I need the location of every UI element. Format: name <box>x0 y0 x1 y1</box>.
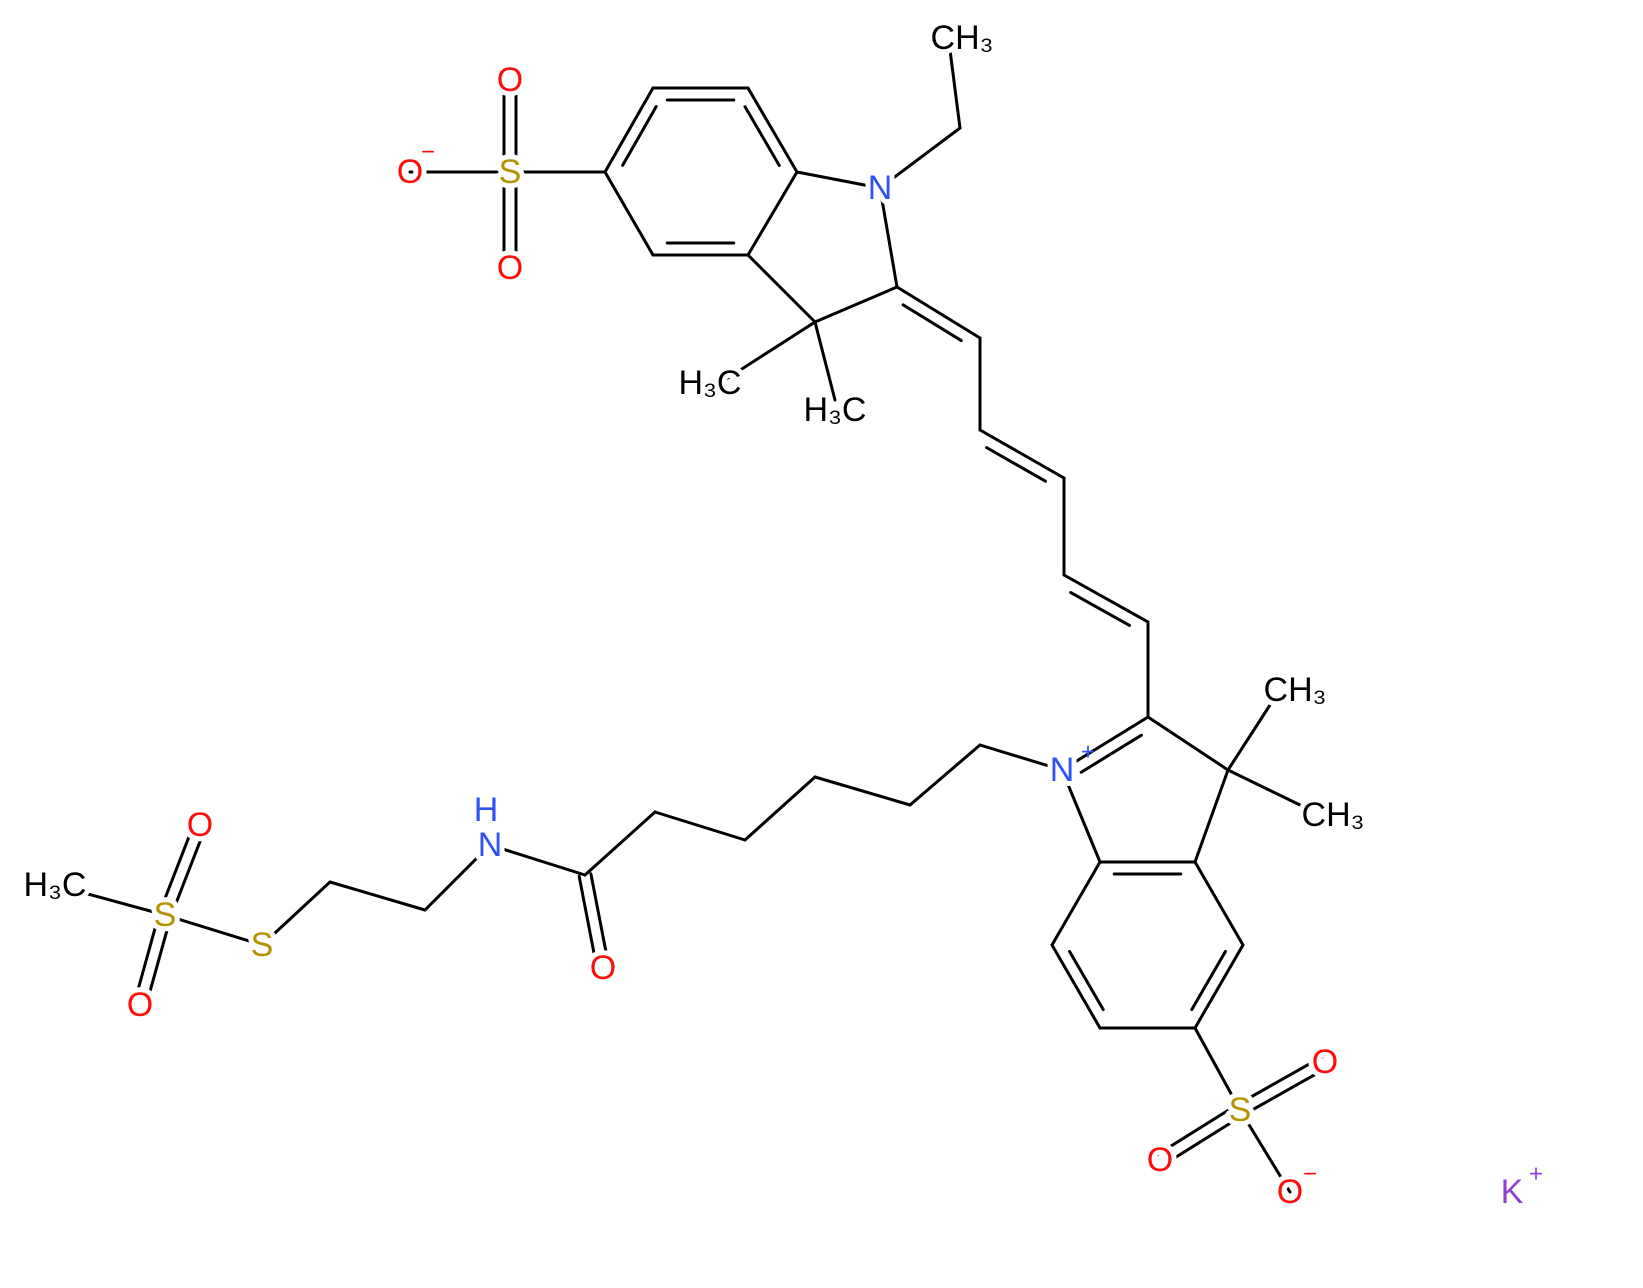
bond-line <box>653 810 747 842</box>
bond-line <box>1226 768 1302 807</box>
bond-line <box>328 880 427 912</box>
bond-line <box>813 775 912 807</box>
bond-line <box>985 446 1047 483</box>
bond-line <box>169 825 208 919</box>
bond-line <box>1069 591 1132 627</box>
methyl-label: CH₃ <box>1264 671 1327 709</box>
bond-line <box>1241 1065 1330 1117</box>
oxygen-anion-label: O <box>397 153 423 191</box>
bond-line <box>795 170 882 190</box>
negative-charge: − <box>421 139 435 166</box>
bond-line <box>813 320 837 402</box>
bond-line <box>589 872 611 969</box>
oxygen-label: O <box>187 806 213 844</box>
bond-line <box>1238 1108 1292 1194</box>
bond-line <box>1062 573 1150 624</box>
bond-line <box>1146 715 1230 772</box>
methyl-label: H₃C <box>804 391 867 429</box>
nitrogen-label: N <box>478 826 503 864</box>
methyl-label: H₃C <box>679 364 742 402</box>
bond-line <box>948 48 962 130</box>
positive-charge: + <box>1081 739 1095 766</box>
bond-line <box>813 285 899 324</box>
bond-line <box>1161 1113 1245 1167</box>
methyl-label: CH₃ <box>931 19 994 57</box>
oxygen-label: O <box>1147 1141 1173 1179</box>
bond-line <box>746 86 799 174</box>
oxygen-label: O <box>497 249 523 287</box>
oxygen-label: O <box>1312 1043 1338 1081</box>
bond-line <box>1235 1055 1324 1107</box>
bond-line <box>260 880 332 947</box>
bond-line <box>908 743 982 807</box>
bond-line <box>577 874 599 971</box>
bond-line <box>144 915 173 1009</box>
methyl-label: H₃C <box>24 866 87 904</box>
bond-line <box>53 883 167 917</box>
bond-line <box>895 285 982 340</box>
bond-line <box>1193 768 1230 864</box>
potassium-label: K <box>1501 1173 1524 1211</box>
bond-line <box>978 428 1066 480</box>
sulfur-label: S <box>154 896 177 934</box>
sulfur-label: S <box>1229 1091 1252 1129</box>
oxygen-label: O <box>127 986 153 1024</box>
methyl-label: CH₃ <box>1302 796 1365 834</box>
nitrogen-label: N <box>868 169 893 207</box>
bond-line <box>423 843 492 912</box>
bond-line <box>603 86 655 174</box>
atom-labels: CH₃ N H₃C H₃C N + CH₃ CH₃ S O O O − S O … <box>19 14 1543 1216</box>
bond-line <box>603 170 655 257</box>
bond-line <box>718 320 817 385</box>
bond-line <box>1050 943 1102 1030</box>
bond-line <box>1193 943 1245 1030</box>
bond-line <box>157 821 196 915</box>
bond-line <box>1079 733 1143 774</box>
bonds <box>53 48 1330 1194</box>
bond-line <box>1060 768 1102 864</box>
bond-line <box>1226 703 1272 772</box>
bond-line <box>1155 1103 1239 1157</box>
bond-line <box>583 810 657 877</box>
bond-line <box>978 743 1064 772</box>
bond-line <box>1050 860 1102 947</box>
bond-line <box>621 105 658 167</box>
oxygen-label: O <box>590 949 616 987</box>
bond-line <box>163 913 264 947</box>
bond-line <box>878 186 899 289</box>
bond-line <box>746 170 799 257</box>
bond-line <box>743 105 781 167</box>
bond-line <box>132 911 161 1005</box>
nitrogen-cation-label: N <box>1050 751 1075 789</box>
sulfur-label: S <box>251 926 274 964</box>
positive-charge: + <box>1529 1161 1543 1188</box>
oxygen-label: O <box>497 61 523 99</box>
bond-line <box>901 303 963 343</box>
hydrogen-label: H <box>474 791 499 829</box>
bond-line <box>488 843 587 877</box>
bond-line <box>1193 1026 1242 1112</box>
sulfur-label: S <box>499 153 522 191</box>
bond-line <box>743 775 817 842</box>
bond-line <box>1190 949 1227 1012</box>
oxygen-anion-label: O <box>1277 1173 1303 1211</box>
bond-line <box>746 253 817 324</box>
bond-line <box>878 126 962 190</box>
bond-line <box>1193 860 1245 947</box>
bond-line <box>1060 715 1150 772</box>
negative-charge: − <box>1303 1161 1317 1188</box>
bond-line <box>1068 949 1105 1012</box>
